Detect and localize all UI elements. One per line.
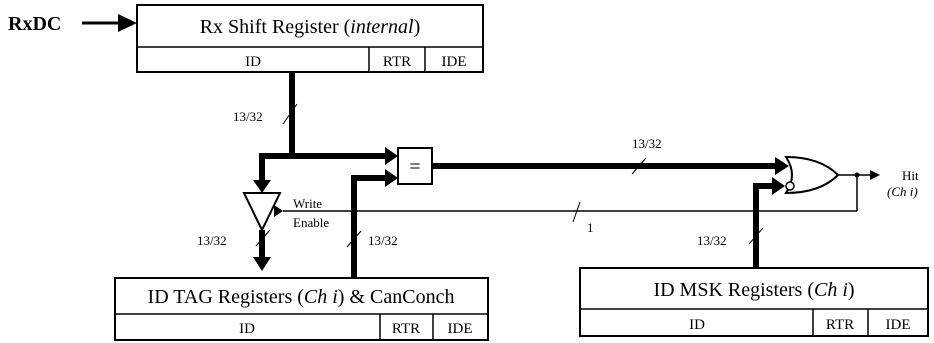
id-msk-register: ID MSK Registers (Ch i) ID RTR IDE [579, 267, 929, 337]
rx-field-rtr: RTR [383, 54, 411, 70]
rx-field-ide: IDE [442, 54, 467, 70]
hit-channel-label: (Ch i) [887, 184, 918, 199]
rx-bus-width: 13/32 [233, 109, 263, 124]
tag-in-bus-width: 13/32 [197, 233, 227, 248]
hit-feedback-line: 1 [283, 174, 858, 235]
hit-gate [784, 155, 840, 195]
buffer-label-enable: Enable [293, 215, 329, 230]
msk-bus-width: 13/32 [697, 233, 727, 248]
compare-bus: 13/32 [432, 136, 789, 175]
rxdc-label: RxDC [8, 13, 61, 35]
rx-register-title: Rx Shift Register (internal) [200, 16, 421, 38]
compare-bus-width: 13/32 [632, 136, 662, 151]
tag-register-title: ID TAG Registers (Ch i) & CanConch [148, 286, 455, 308]
msk-field-id: ID [689, 317, 705, 333]
hit-label: Hit [902, 168, 919, 183]
write-enable-buffer: 13/32 Write Enable [197, 192, 329, 271]
buffer-label-write: Write [293, 196, 322, 211]
rx-shift-register: Rx Shift Register (internal) ID RTR IDE [136, 4, 484, 73]
id-tag-register: ID TAG Registers (Ch i) & CanConch ID RT… [114, 277, 489, 341]
tag-field-id: ID [239, 321, 255, 337]
feedback-width: 1 [587, 220, 594, 235]
comparator-symbol: = [409, 156, 420, 178]
rxdc-arrow [82, 14, 137, 32]
tag-out-bus-width: 13/32 [368, 233, 398, 248]
msk-register-title: ID MSK Registers (Ch i) [653, 279, 854, 301]
rx-field-id: ID [245, 54, 261, 70]
comparator: = [397, 147, 433, 185]
inverter-bubble [785, 181, 795, 191]
tag-field-rtr: RTR [392, 321, 420, 337]
msk-field-rtr: RTR [826, 317, 854, 333]
tag-field-ide: IDE [448, 321, 473, 337]
tag-out-bus: 13/32 [346, 169, 398, 278]
hit-output: Hit (Ch i) [838, 168, 919, 199]
msk-field-ide: IDE [886, 317, 911, 333]
msk-out-bus: 13/32 [697, 177, 785, 268]
rx-bus: 13/32 [233, 72, 398, 193]
